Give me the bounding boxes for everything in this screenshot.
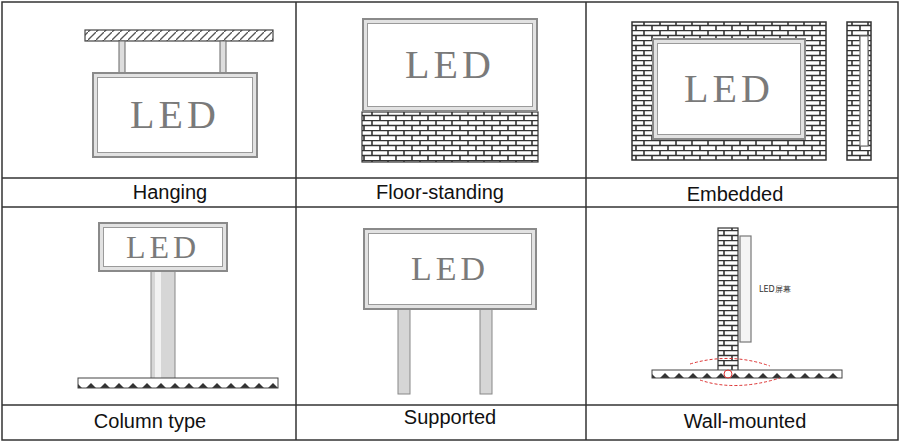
led-screen: LED xyxy=(92,72,258,158)
screen-text: LED xyxy=(405,45,495,85)
caption: Column type xyxy=(94,410,206,432)
led-screen: LED xyxy=(98,222,228,272)
caption: Embedded xyxy=(687,183,784,205)
caption: Floor-standing xyxy=(376,181,504,203)
led-screen: LED xyxy=(362,18,538,112)
column-mount xyxy=(78,270,278,388)
brick-wall xyxy=(632,22,871,160)
table-grid xyxy=(2,2,898,440)
led-screen: LED xyxy=(652,38,806,140)
brick-base xyxy=(362,112,538,162)
led-screen: LED xyxy=(363,228,537,310)
caption: Supported xyxy=(404,406,496,428)
screen-text: LED xyxy=(126,231,200,263)
screen-text: LED xyxy=(684,69,774,109)
support-legs xyxy=(398,308,492,394)
screen-text: LED xyxy=(130,95,220,135)
wall-mount xyxy=(652,228,842,386)
screen-text: LED xyxy=(411,252,489,286)
hanging-mount xyxy=(85,30,273,73)
caption: Hanging xyxy=(133,181,208,203)
part-label: LED屏幕 xyxy=(758,286,792,294)
caption: Wall-mounted xyxy=(684,410,807,432)
